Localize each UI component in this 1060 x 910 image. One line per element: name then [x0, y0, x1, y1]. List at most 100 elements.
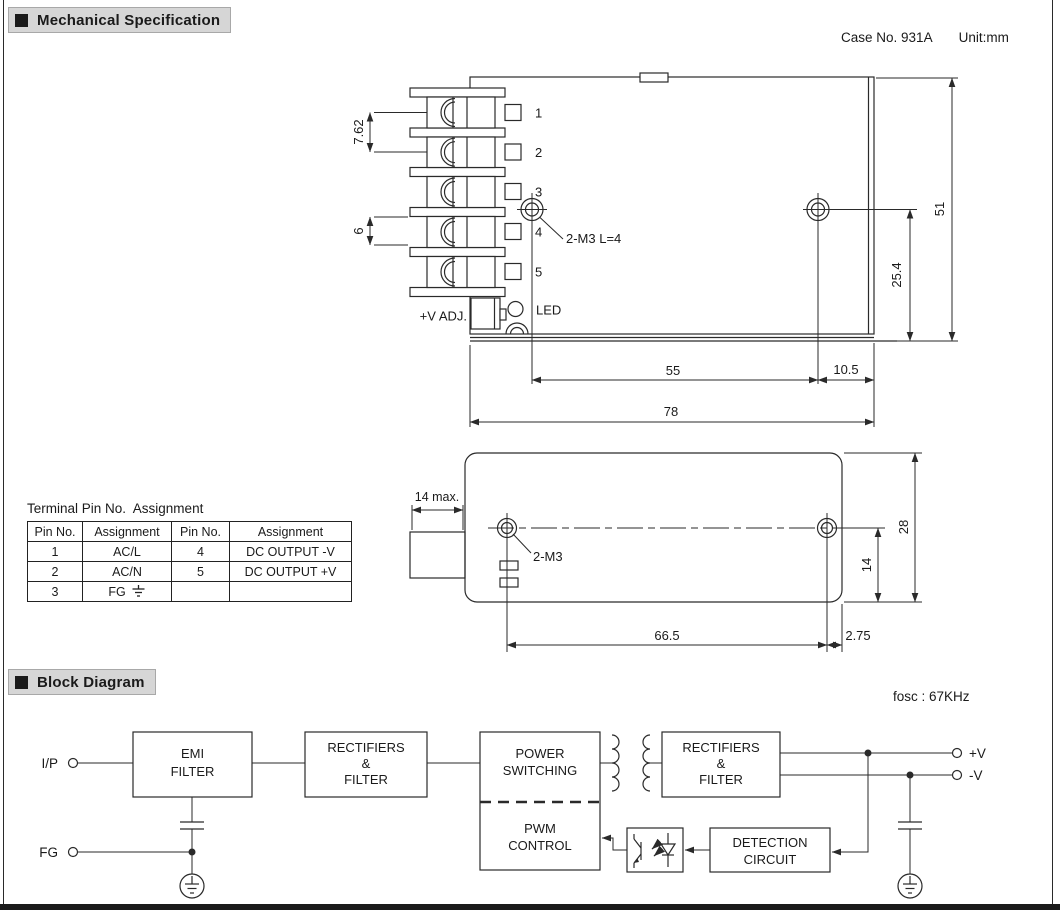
dim-55-label: 55: [666, 363, 680, 378]
dim-pitch1-label: 7.62: [351, 119, 366, 144]
svg-text:SWITCHING: SWITCHING: [503, 763, 577, 778]
section-bullet-icon: [15, 675, 28, 689]
junction-dot: [864, 749, 872, 757]
junction-dot: [906, 771, 914, 779]
pin-table-header-row: Pin No. Assignment Pin No. Assignment: [27, 521, 352, 542]
pin-number: 3: [535, 185, 542, 200]
vadj-label: +V ADJ.: [420, 309, 467, 324]
svg-text:RECTIFIERS: RECTIFIERS: [682, 740, 760, 755]
svg-text:FILTER: FILTER: [699, 772, 743, 787]
side-view-drawing: 14 max. 2-M3 66.5 2.75 28 14: [409, 452, 922, 652]
terminal-screws: [426, 96, 496, 289]
voltage-adjust-pot: [470, 297, 507, 330]
input-terminal-fg: [67, 846, 79, 858]
pin-number: 1: [535, 106, 542, 121]
pin-assignment: [229, 581, 352, 602]
section-header-mechanical: Mechanical Specification: [8, 7, 232, 33]
out-neg-label: -V: [969, 768, 983, 783]
output-terminal-pos: [951, 747, 963, 759]
output-capacitor: [898, 821, 922, 830]
front-mounting-screw-right: [803, 193, 833, 226]
bottom-hole-arc: [505, 322, 529, 335]
dim-51-label: 51: [932, 202, 947, 216]
footer-bar: [0, 904, 1060, 910]
fg-label: FG: [108, 584, 126, 599]
terminal-block: [409, 87, 506, 298]
terminal-block-side: [409, 531, 466, 579]
screw-note-label: 2-M3 L=4: [566, 231, 621, 246]
svg-text:FILTER: FILTER: [344, 772, 388, 787]
dim-254-label: 25.4: [889, 262, 904, 287]
side-mounting-screw-left: [496, 513, 518, 545]
screw-note-label: 2-M3: [533, 549, 563, 564]
section-bullet-icon: [15, 13, 28, 27]
svg-text:CONTROL: CONTROL: [508, 838, 572, 853]
block-rectifiers-filter-output: RECTIFIERS & FILTER: [661, 731, 781, 798]
pin-table-title: Terminal Pin No. Assignment: [27, 501, 204, 516]
svg-text:&: &: [362, 756, 371, 771]
col-header: Assignment: [229, 521, 352, 542]
screw-leader-line: [512, 533, 532, 554]
unit-text: Unit:mm: [958, 30, 1009, 45]
section-title: Mechanical Specification: [37, 11, 221, 29]
pin-number: 2: [535, 145, 542, 160]
dim-28-label: 28: [896, 520, 911, 534]
dim-275-label: 2.75: [845, 628, 870, 643]
svg-text:FILTER: FILTER: [171, 764, 215, 779]
pin-assignment-table: Terminal Pin No. Assignment Pin No. Assi…: [27, 501, 352, 602]
out-pos-label: +V: [969, 746, 986, 761]
pin-assignment: DC OUTPUT +V: [229, 561, 352, 582]
col-header: Pin No.: [171, 521, 230, 542]
fosc-note: fosc : 67KHz: [893, 689, 970, 704]
transformer-icon: [611, 734, 651, 792]
front-view-drawing: 1 2 3 4 5: [351, 72, 958, 427]
block-power-switching-pwm: POWER SWITCHING PWM CONTROL: [479, 731, 601, 871]
svg-text:RECTIFIERS: RECTIFIERS: [327, 740, 405, 755]
earth-ground-icon: [897, 873, 923, 899]
front-mounting-screw-left: [517, 193, 547, 226]
dim-depth-label: 14 max.: [415, 490, 459, 504]
section-header-block-diagram: Block Diagram: [8, 669, 156, 695]
dim-14-label: 14: [859, 558, 874, 572]
fg-label: FG: [39, 845, 58, 860]
vent-slot: [499, 577, 519, 588]
dim-pitch2-label: 6: [351, 227, 366, 234]
svg-text:CIRCUIT: CIRCUIT: [744, 852, 797, 867]
table-row: 1 AC/L 4 DC OUTPUT -V: [27, 541, 352, 562]
earth-ground-icon: [179, 873, 205, 899]
block-emi-filter: EMI FILTER: [132, 731, 253, 798]
block-diagram: I/P FG: [39, 731, 986, 899]
front-dim-lines: [366, 77, 956, 426]
side-mounting-screw-right: [816, 513, 838, 545]
col-header: Pin No.: [27, 521, 83, 542]
case-top-tab: [639, 72, 669, 83]
table-row: 3 FG: [27, 581, 352, 602]
input-terminal-ip: [67, 757, 79, 769]
svg-text:EMI: EMI: [181, 746, 204, 761]
dim-78-label: 78: [664, 404, 678, 419]
pin-assignment: FG: [82, 581, 172, 602]
section-title: Block Diagram: [37, 673, 145, 691]
pin-number: 4: [535, 225, 542, 240]
junction-dot: [188, 848, 196, 856]
table-row: 2 AC/N 5 DC OUTPUT +V: [27, 561, 352, 582]
vent-slot: [499, 560, 519, 571]
side-dim-lines: [411, 452, 919, 649]
pin-markers: 1 2 3 4 5: [504, 103, 542, 281]
side-dim-extensions: [411, 452, 922, 652]
led-label: LED: [536, 303, 561, 318]
y-capacitor: [180, 821, 204, 830]
svg-text:&: &: [717, 756, 726, 771]
ip-label: I/P: [41, 756, 58, 771]
optocoupler-icon: [626, 827, 684, 873]
screw-leader-line: [539, 217, 564, 240]
svg-text:POWER: POWER: [515, 746, 564, 761]
svg-text:PWM: PWM: [524, 821, 556, 836]
dim-665-label: 66.5: [654, 628, 679, 643]
case-no-text: Case No. 931A: [841, 30, 933, 45]
led-indicator: [507, 300, 524, 318]
pin-table: Pin No. Assignment Pin No. Assignment 1 …: [27, 521, 352, 602]
